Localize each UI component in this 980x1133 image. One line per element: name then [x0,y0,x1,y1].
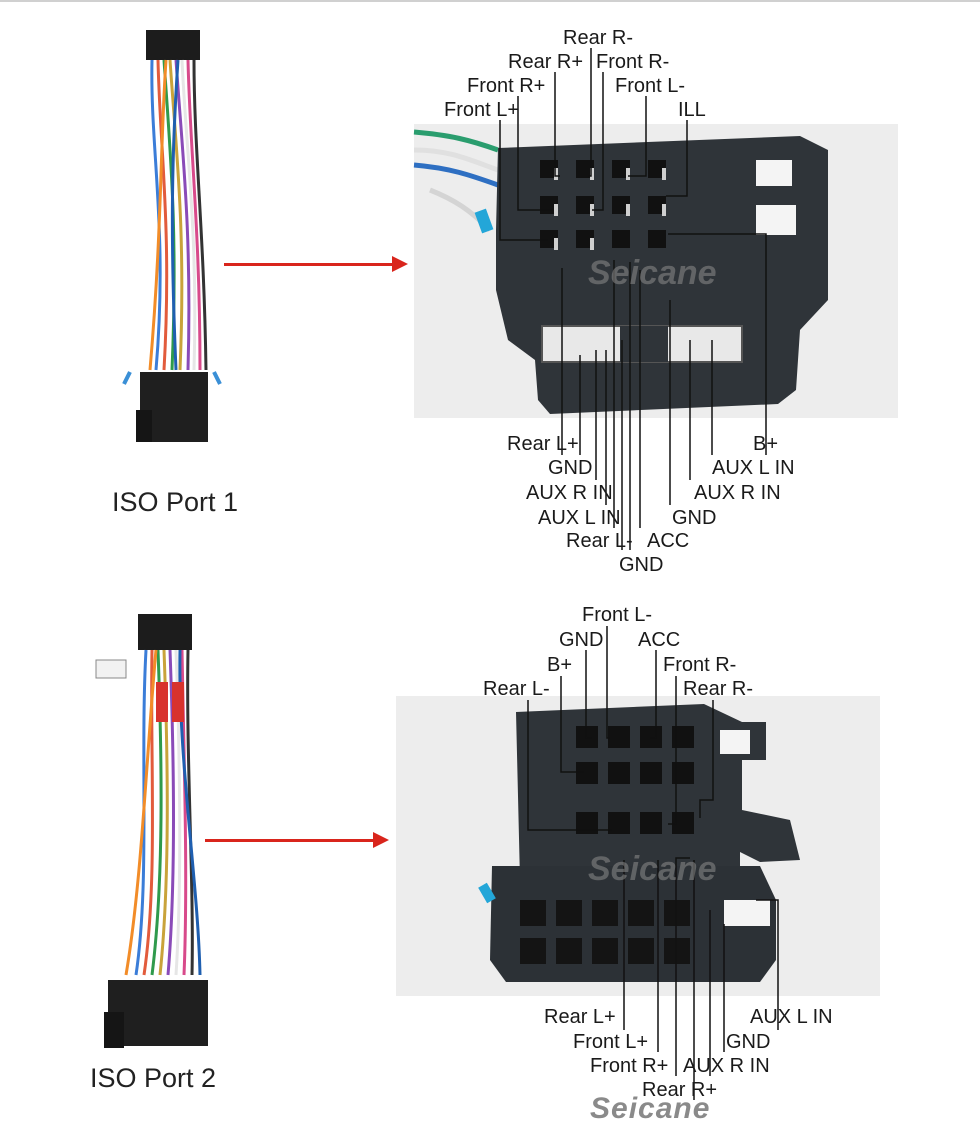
p1-front-r-minus: Front R- [596,51,670,73]
arrow-2 [205,832,389,848]
p2-rear-r-minus: Rear R- [683,678,754,700]
p2-rear-l-plus: Rear L+ [544,1006,616,1028]
p2-front-r-plus: Front R+ [590,1055,669,1077]
p1-front-l-plus: Front L+ [444,99,520,121]
iso-port-1-connector [413,48,898,550]
p1-aux-l-in-left: AUX L IN [538,507,621,529]
p1-b-plus: B+ [753,433,779,455]
p2-aux-l-in: AUX L IN [750,1006,833,1028]
p1-rear-l-plus: Rear L+ [507,433,579,455]
p1-gnd-1: GND [548,457,593,479]
p2-front-r-minus: Front R- [663,654,737,676]
p1-aux-r-in-right: AUX R IN [694,482,781,504]
p2-acc: ACC [638,629,681,651]
p1-front-l-minus: Front L- [615,75,686,97]
brand-logo: Seicane [590,1092,711,1125]
p1-ill: ILL [678,99,706,121]
p1-aux-r-in-left: AUX R IN [526,482,613,504]
p1-gnd-2: GND [672,507,717,529]
port-1-title: ISO Port 1 [112,487,239,517]
p2-gnd-bottom: GND [726,1031,771,1053]
iso-port-2-cable [95,614,208,1048]
p1-acc: ACC [647,530,690,552]
arrow-1 [224,256,408,272]
p1-rear-r-minus: Rear R- [563,27,634,49]
p1-front-r-plus: Front R+ [467,75,546,97]
p1-gnd-3: GND [619,554,664,576]
port-2-title: ISO Port 2 [90,1063,217,1093]
top-divider [0,0,980,2]
p2-aux-r-in: AUX R IN [683,1055,770,1077]
watermark-2: Seicane [588,850,717,888]
p2-rear-l-minus: Rear L- [483,678,550,700]
iso-port-2-connector [396,626,880,1100]
watermark-1: Seicane [588,254,717,292]
p2-gnd: GND [559,629,604,651]
p1-rear-r-plus: Rear R+ [508,51,584,73]
p1-rear-l-minus: Rear L- [566,530,633,552]
p1-aux-l-in-right: AUX L IN [712,457,795,479]
p2-b-plus: B+ [547,654,573,676]
iso-port-1-cable [122,30,222,442]
p2-front-l-minus: Front L- [582,604,653,626]
p2-rear-r-plus: Rear R+ [642,1079,718,1101]
p2-front-l-plus: Front L+ [573,1031,649,1053]
